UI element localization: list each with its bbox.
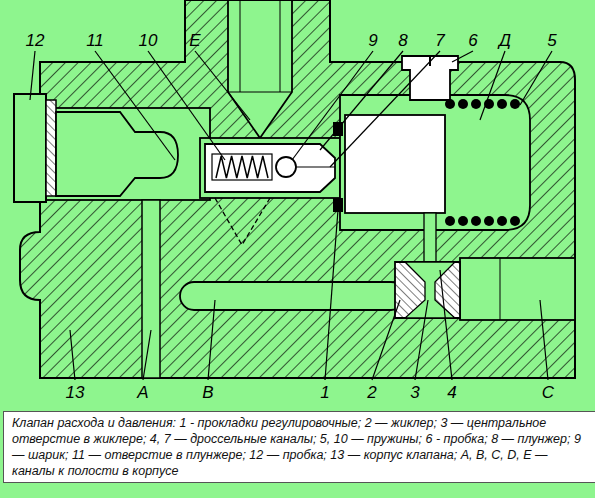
plunger: [205, 144, 335, 192]
channel-c: [460, 258, 575, 320]
callout-label: 7: [435, 32, 444, 49]
channel-a: [142, 200, 160, 378]
dashed-channel: [215, 198, 270, 245]
spring-coil: [471, 99, 481, 109]
spring-coil: [484, 216, 494, 226]
callout-label: 9: [368, 32, 377, 49]
callout-label: 10: [139, 32, 158, 49]
jet: [395, 262, 460, 318]
chamber-d: [340, 95, 530, 230]
spring-coil: [497, 216, 507, 226]
spring-coil: [510, 99, 520, 109]
callout-label: 11: [86, 32, 104, 49]
plug: [14, 94, 46, 202]
callout-label: 8: [398, 32, 407, 49]
callout-label: 5: [547, 32, 556, 49]
spring-coil: [458, 99, 468, 109]
channel: [424, 213, 436, 263]
plunger-bore-inner: [212, 154, 272, 180]
callout-label: Д: [499, 32, 511, 49]
jet-hole: [405, 262, 455, 318]
top-bore-thread: [228, 0, 292, 92]
valve-piston: [345, 115, 445, 213]
spring-coil: [445, 216, 455, 226]
callout-label: Е: [189, 32, 200, 49]
callout-label: А: [137, 384, 148, 401]
shim: [333, 198, 343, 212]
spring-coil: [510, 216, 520, 226]
ball: [276, 157, 296, 177]
callout-label: В: [202, 384, 213, 401]
plug-6: [402, 56, 458, 100]
callout-label: 3: [410, 384, 419, 401]
left-bore: [40, 108, 210, 200]
plug-gasket: [46, 100, 56, 196]
callout-label: 12: [26, 32, 45, 49]
plug-stem: [56, 112, 178, 196]
caption: Клапан расхода и давления: 1 - прокладки…: [3, 411, 595, 483]
spring: [445, 99, 520, 226]
callout-label: 6: [468, 32, 477, 49]
callout-label: С: [542, 384, 554, 401]
bore-line: [500, 258, 501, 320]
channel-b: [180, 282, 405, 310]
top-bore: [228, 0, 292, 138]
spring-coil: [458, 216, 468, 226]
throttle-channel: [296, 166, 335, 167]
spring-coil: [497, 99, 507, 109]
leader-lines: [30, 51, 552, 380]
callout-label: 4: [447, 384, 456, 401]
callout-label: 13: [66, 384, 85, 401]
callout-label: 1: [320, 384, 329, 401]
spring-coil: [471, 216, 481, 226]
valve-body: [20, 0, 575, 378]
callout-label: 2: [367, 384, 376, 401]
plunger-bore: [200, 138, 340, 198]
